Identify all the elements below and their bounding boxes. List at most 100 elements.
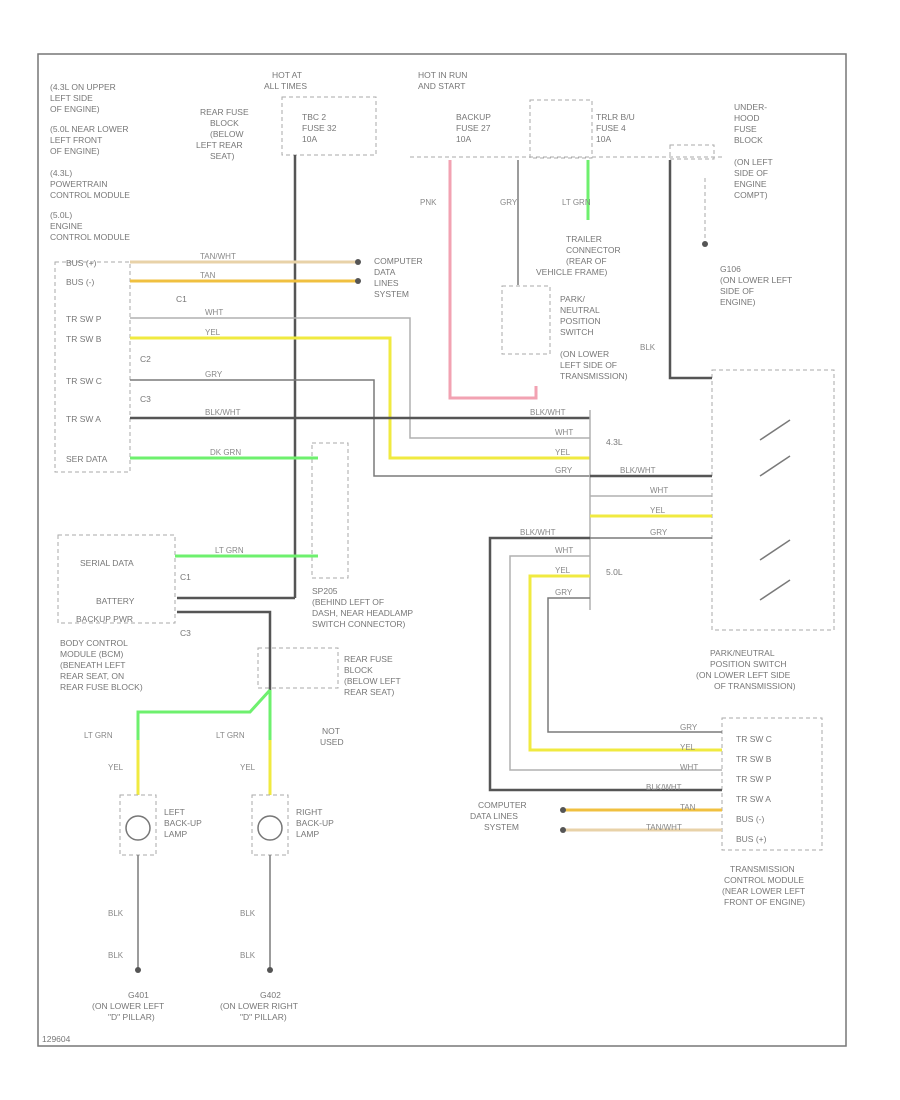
svg-text:G402: G402 — [260, 990, 281, 1000]
svg-text:TRLR B/U: TRLR B/U — [596, 112, 635, 122]
svg-text:GRY: GRY — [555, 588, 573, 597]
svg-text:HOT AT: HOT AT — [272, 70, 302, 80]
rear-fuse-block-top-label: REAR FUSE BLOCK (BELOW LEFT REAR SEAT) — [196, 107, 249, 161]
svg-text:SYSTEM: SYSTEM — [374, 289, 409, 299]
wire-tcm-c — [547, 597, 722, 733]
svg-text:YEL: YEL — [555, 448, 571, 457]
right-lamp-label: RIGHT BACK-UP LAMP — [296, 807, 334, 839]
svg-text:(BELOW LEFT: (BELOW LEFT — [344, 676, 401, 686]
diagram-frame — [37, 53, 847, 1047]
svg-text:DK GRN: DK GRN — [210, 448, 241, 457]
ecm-pins: BUS (+) BUS (-) TR SW P TR SW B TR SW C … — [66, 258, 108, 464]
svg-text:(4.3L): (4.3L) — [50, 168, 72, 178]
svg-text:HOT IN RUN: HOT IN RUN — [418, 70, 467, 80]
ecm-connectors: C1 C2 C3 — [140, 294, 187, 404]
left-lamp-label: LEFT BACK-UP LAMP — [164, 807, 202, 839]
svg-text:(5.0L): (5.0L) — [50, 210, 72, 220]
svg-text:TR SW B: TR SW B — [736, 754, 772, 764]
svg-text:BODY CONTROL: BODY CONTROL — [60, 638, 128, 648]
svg-text:BACKUP PWR: BACKUP PWR — [76, 614, 133, 624]
computer-data-bottom-label: COMPUTER DATA LINES SYSTEM — [470, 800, 527, 832]
svg-text:YEL: YEL — [205, 328, 221, 337]
hot-at-all-times: HOT AT ALL TIMES — [264, 70, 307, 91]
not-used-label: NOT USED — [320, 726, 344, 747]
svg-text:(ON LOWER LEFT SIDE: (ON LOWER LEFT SIDE — [696, 670, 791, 680]
svg-text:BACK-UP: BACK-UP — [164, 818, 202, 828]
svg-text:TAN: TAN — [680, 803, 696, 812]
svg-text:(4.3L ON UPPER: (4.3L ON UPPER — [50, 82, 116, 92]
svg-text:(NEAR LOWER LEFT: (NEAR LOWER LEFT — [722, 886, 805, 896]
svg-text:LAMP: LAMP — [296, 829, 319, 839]
trailer-connector-label: TRAILER CONNECTOR (REAR OF VEHICLE FRAME… — [536, 234, 621, 277]
svg-text:TR SW A: TR SW A — [66, 414, 101, 424]
svg-text:LT GRN: LT GRN — [215, 546, 244, 555]
svg-text:TR SW P: TR SW P — [736, 774, 772, 784]
svg-text:REAR FUSE: REAR FUSE — [200, 107, 249, 117]
svg-text:BLK: BLK — [640, 343, 656, 352]
svg-text:SWITCH CONNECTOR): SWITCH CONNECTOR) — [312, 619, 406, 629]
svg-text:10A: 10A — [302, 134, 317, 144]
svg-text:BLOCK: BLOCK — [210, 118, 239, 128]
svg-text:TRANSMISSION): TRANSMISSION) — [560, 371, 628, 381]
svg-text:BLK/WHT: BLK/WHT — [520, 528, 556, 537]
svg-text:BUS (-): BUS (-) — [66, 277, 95, 287]
pn-switch-contact-4 — [759, 579, 791, 601]
svg-text:SP205: SP205 — [312, 586, 338, 596]
svg-text:MODULE (BCM): MODULE (BCM) — [60, 649, 123, 659]
svg-text:(ON LOWER LEFT: (ON LOWER LEFT — [92, 1001, 164, 1011]
svg-text:REAR FUSE BLOCK): REAR FUSE BLOCK) — [60, 682, 143, 692]
tcm-box — [721, 717, 823, 851]
svg-text:G106: G106 — [720, 264, 741, 274]
left-lamp-housing — [119, 794, 157, 856]
svg-text:YEL: YEL — [240, 763, 256, 772]
svg-text:BLK: BLK — [240, 909, 256, 918]
svg-text:CONTROL MODULE: CONTROL MODULE — [50, 190, 130, 200]
wire-tcm-b — [528, 574, 722, 752]
left-lamp-bulb — [125, 815, 151, 841]
svg-text:HOOD: HOOD — [734, 113, 760, 123]
fuse-backup: BACKUP FUSE 27 10A — [456, 112, 491, 144]
svg-text:FUSE 27: FUSE 27 — [456, 123, 491, 133]
svg-text:FRONT OF ENGINE): FRONT OF ENGINE) — [724, 897, 805, 907]
svg-text:"D" PILLAR): "D" PILLAR) — [108, 1012, 155, 1022]
svg-text:DASH, NEAR HEADLAMP: DASH, NEAR HEADLAMP — [312, 608, 413, 618]
svg-text:BUS (+): BUS (+) — [66, 258, 97, 268]
svg-text:GRY: GRY — [205, 370, 223, 379]
svg-text:4.3L: 4.3L — [606, 437, 623, 447]
svg-text:(REAR OF: (REAR OF — [566, 256, 607, 266]
svg-text:LEFT SIDE OF: LEFT SIDE OF — [560, 360, 617, 370]
svg-text:ALL TIMES: ALL TIMES — [264, 81, 307, 91]
svg-text:YEL: YEL — [680, 743, 696, 752]
svg-text:LINES: LINES — [374, 278, 399, 288]
svg-text:VEHICLE FRAME): VEHICLE FRAME) — [536, 267, 607, 277]
svg-text:WHT: WHT — [680, 763, 698, 772]
svg-text:BACK-UP: BACK-UP — [296, 818, 334, 828]
svg-text:GRY: GRY — [680, 723, 698, 732]
svg-text:BUS (-): BUS (-) — [736, 814, 765, 824]
svg-text:LT GRN: LT GRN — [562, 198, 591, 207]
svg-text:C3: C3 — [140, 394, 151, 404]
svg-text:(ON LOWER: (ON LOWER — [560, 349, 609, 359]
svg-text:BATTERY: BATTERY — [96, 596, 135, 606]
svg-text:GRY: GRY — [650, 528, 668, 537]
svg-text:FUSE: FUSE — [734, 124, 757, 134]
svg-text:WHT: WHT — [205, 308, 223, 317]
svg-text:C2: C2 — [140, 354, 151, 364]
hot-in-run: HOT IN RUN AND START — [418, 70, 467, 91]
svg-text:TR SW A: TR SW A — [736, 794, 771, 804]
bcm-box — [57, 534, 176, 624]
svg-text:10A: 10A — [456, 134, 471, 144]
svg-text:BLK/WHT: BLK/WHT — [205, 408, 241, 417]
svg-text:GRY: GRY — [500, 198, 518, 207]
svg-text:YEL: YEL — [108, 763, 124, 772]
svg-text:PNK: PNK — [420, 198, 437, 207]
rear-fuse-block-bottom — [257, 647, 339, 689]
svg-text:SIDE OF: SIDE OF — [720, 286, 754, 296]
svg-text:TAN: TAN — [200, 271, 216, 280]
svg-text:BLK/WHT: BLK/WHT — [620, 466, 656, 475]
svg-text:WHT: WHT — [555, 546, 573, 555]
svg-text:SEAT): SEAT) — [210, 151, 235, 161]
svg-text:BLK: BLK — [108, 951, 124, 960]
svg-text:LEFT: LEFT — [164, 807, 185, 817]
svg-text:OF ENGINE): OF ENGINE) — [50, 104, 100, 114]
